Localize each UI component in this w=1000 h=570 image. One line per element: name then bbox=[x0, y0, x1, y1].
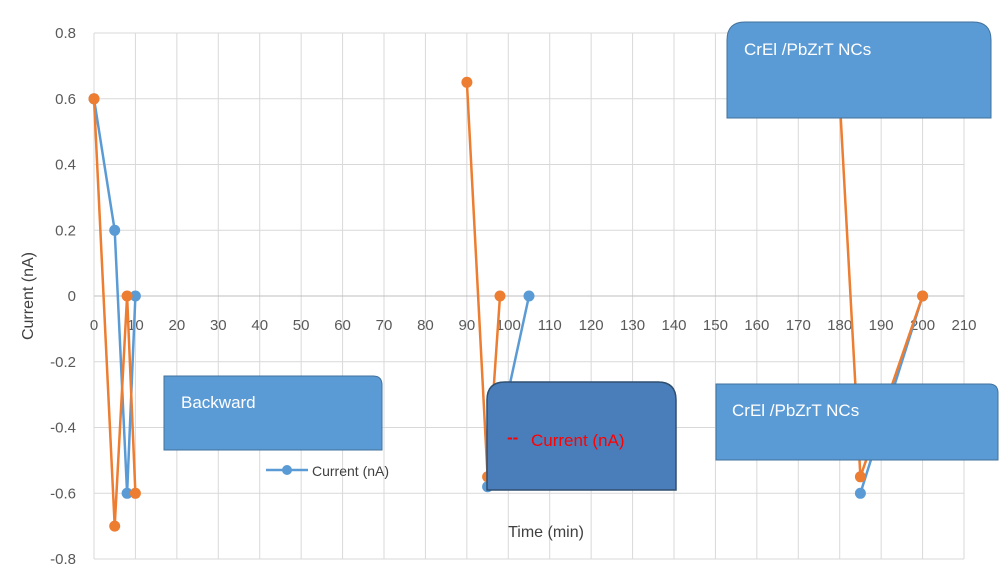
y-tick-label: 0 bbox=[68, 288, 76, 305]
x-tick-label: 10 bbox=[127, 317, 144, 334]
callout-current-text: Current (nA) bbox=[531, 431, 625, 450]
callout-current-dash: -- bbox=[507, 428, 518, 447]
x-tick-label: 100 bbox=[496, 317, 521, 334]
x-tick-label: 120 bbox=[579, 317, 604, 334]
legend-label: Current (nA) bbox=[312, 463, 389, 479]
x-tick-label: 180 bbox=[827, 317, 852, 334]
data-point bbox=[109, 520, 121, 532]
x-tick-label: 190 bbox=[869, 317, 894, 334]
y-axis-ticks: 0.8 0.6 0.4 0.2 0 -0.2 -0.4 -0.6 -0.8 bbox=[50, 25, 76, 568]
y-tick-label: -0.2 bbox=[50, 354, 76, 371]
data-point bbox=[523, 290, 535, 302]
data-point bbox=[461, 76, 473, 88]
data-point bbox=[854, 471, 866, 483]
y-tick-label: 0.8 bbox=[55, 25, 76, 42]
x-tick-label: 130 bbox=[620, 317, 645, 334]
data-point bbox=[121, 290, 133, 302]
y-tick-label: -0.6 bbox=[50, 485, 76, 502]
y-tick-label: -0.4 bbox=[50, 420, 76, 437]
x-tick-label: 170 bbox=[786, 317, 811, 334]
legend-marker bbox=[282, 465, 292, 475]
data-point bbox=[121, 487, 133, 499]
data-point bbox=[129, 487, 141, 499]
data-point bbox=[129, 290, 141, 302]
x-tick-label: 50 bbox=[293, 317, 310, 334]
data-point bbox=[88, 93, 100, 105]
x-tick-label: 30 bbox=[210, 317, 227, 334]
x-axis-title: Time (min) bbox=[508, 524, 584, 541]
x-tick-label: 150 bbox=[703, 317, 728, 334]
y-axis-title: Current (nA) bbox=[20, 252, 37, 340]
callout-current: -- Current (nA) bbox=[486, 381, 677, 491]
y-tick-label: -0.8 bbox=[50, 551, 76, 568]
series-line bbox=[92, 97, 137, 528]
y-tick-label: 0.4 bbox=[55, 157, 76, 174]
x-tick-label: 40 bbox=[251, 317, 268, 334]
data-point bbox=[494, 290, 506, 302]
y-tick-label: 0.2 bbox=[55, 222, 76, 239]
x-tick-label: 200 bbox=[910, 317, 935, 334]
callout-backward-text: Backward bbox=[181, 393, 256, 412]
x-tick-label: 60 bbox=[334, 317, 351, 334]
data-point bbox=[854, 487, 866, 499]
data-point bbox=[917, 290, 929, 302]
x-tick-label: 210 bbox=[951, 317, 976, 334]
x-tick-label: 110 bbox=[538, 317, 562, 334]
callout-crel-bottom-text: CrEl /PbZrT NCs bbox=[732, 401, 859, 420]
callout-backward: Backward bbox=[163, 375, 383, 451]
x-axis-ticks: 0 10 20 30 40 50 60 70 80 90 100 110 120 130 140 150 160… bbox=[90, 317, 977, 334]
x-tick-label: 0 bbox=[90, 317, 98, 334]
callout-crel-top: CrEl /PbZrT NCs bbox=[726, 21, 992, 119]
callout-crel-bottom: CrEl /PbZrT NCs bbox=[715, 383, 999, 461]
x-tick-label: 160 bbox=[744, 317, 769, 334]
y-tick-label: 0.6 bbox=[55, 91, 76, 108]
x-tick-label: 80 bbox=[417, 317, 434, 334]
callout-crel-top-text: CrEl /PbZrT NCs bbox=[744, 40, 871, 59]
data-point bbox=[109, 224, 121, 236]
x-tick-label: 20 bbox=[169, 317, 186, 334]
legend: Current (nA) bbox=[266, 463, 389, 479]
x-tick-label: 70 bbox=[376, 317, 393, 334]
x-tick-label: 90 bbox=[459, 317, 476, 334]
x-tick-label: 140 bbox=[661, 317, 686, 334]
